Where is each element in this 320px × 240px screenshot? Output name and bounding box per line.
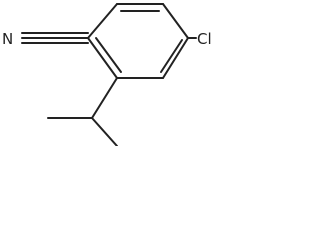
ring-bond-c3-c4 [162,3,189,39]
chemical-structure-diagram: N Cl [2,3,212,146]
ring-double-bond-right [160,39,183,73]
nitrile-group: N [2,30,89,48]
isopropyl-group [47,77,118,146]
nitrogen-atom-label: N [2,30,13,48]
ring-bond-c1-c2 [87,3,118,39]
chlorine-atom-label: Cl [197,30,212,48]
isopropyl-bond-methyl-down [91,117,118,146]
ring-double-bond-left [95,37,122,73]
ring-bond-c6-c1 [87,37,118,79]
isopropyl-bond-ch [91,77,118,119]
benzene-ring [87,3,189,79]
ring-bond-c4-c5 [162,37,189,79]
chloro-substituent: Cl [187,30,212,48]
